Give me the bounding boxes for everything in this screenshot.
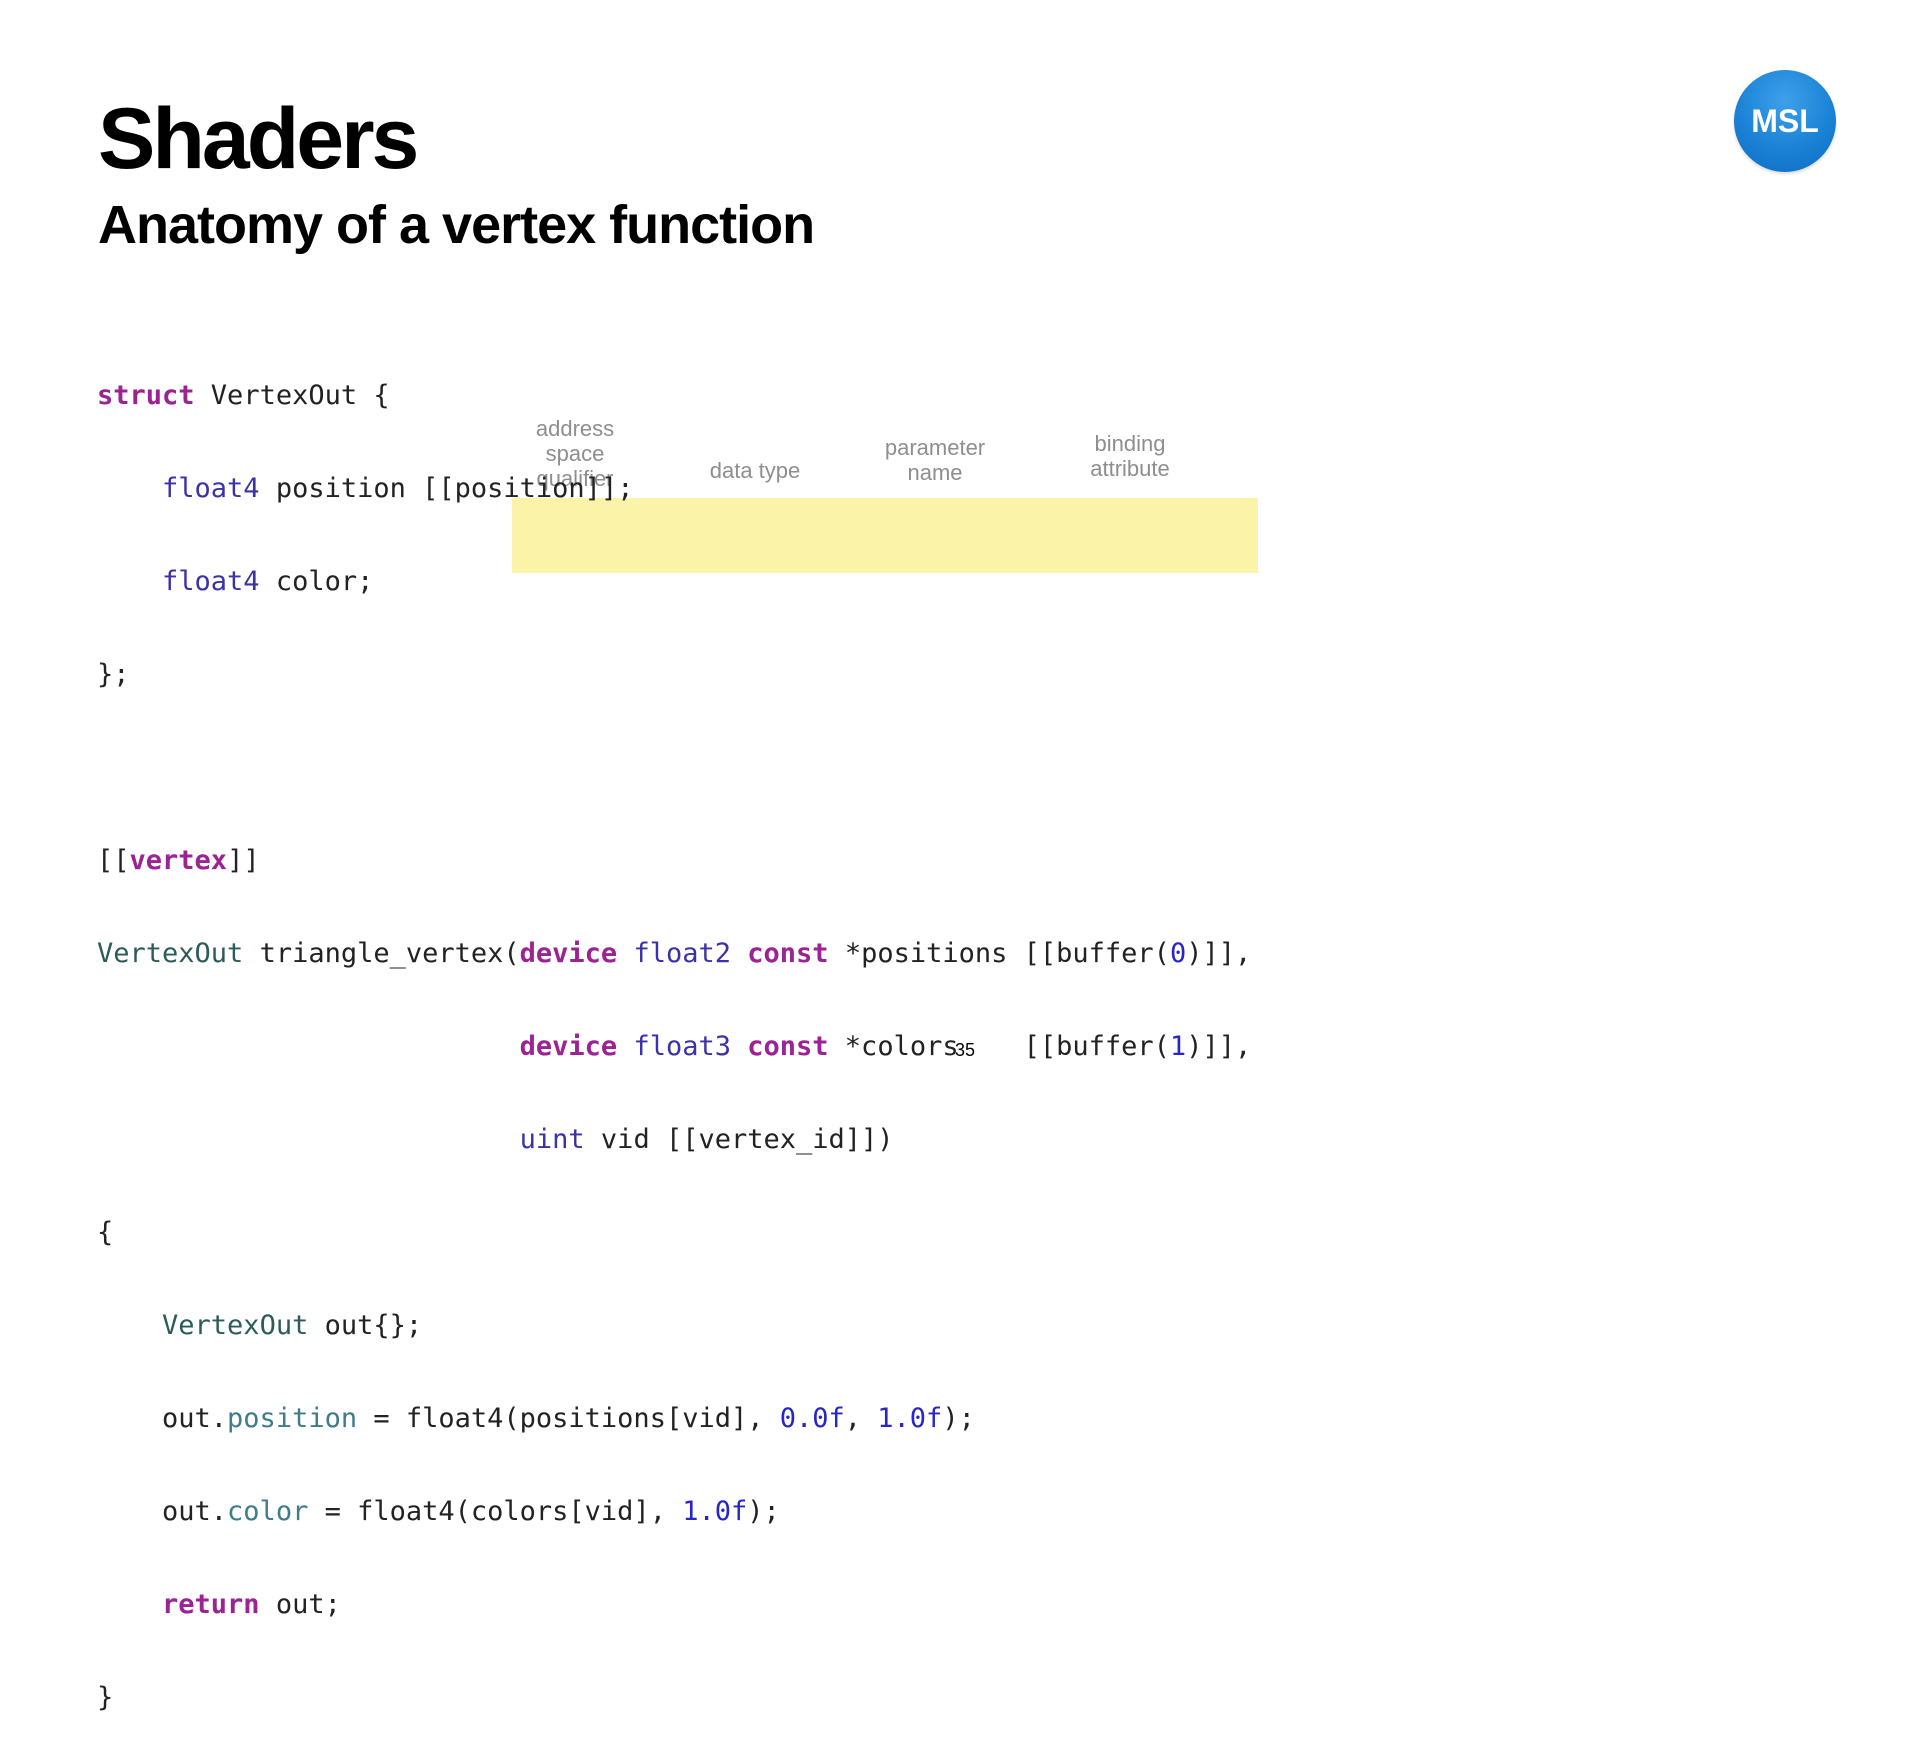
code-property: position bbox=[227, 1403, 358, 1434]
code-line: } bbox=[97, 1682, 1251, 1713]
code-keyword: vertex bbox=[129, 845, 228, 876]
code-indent bbox=[97, 1589, 162, 1620]
code-number: 0 bbox=[1169, 938, 1187, 969]
code-text: out{}; bbox=[308, 1310, 423, 1341]
annotation-address-space-qualifier: address space qualifier bbox=[510, 416, 640, 491]
code-text: out. bbox=[97, 1496, 228, 1527]
code-text: )]], bbox=[1186, 1031, 1252, 1062]
annotation-line: parameter bbox=[884, 435, 986, 460]
annotation-data-type: data type bbox=[680, 458, 830, 483]
code-line: { bbox=[97, 1217, 1251, 1248]
code-class: VertexOut bbox=[97, 938, 244, 969]
code-text: out. bbox=[97, 1403, 228, 1434]
code-property: color bbox=[227, 1496, 309, 1527]
code-line: out.position = float4(positions[vid], 0.… bbox=[97, 1403, 1251, 1434]
code-class: VertexOut bbox=[162, 1310, 309, 1341]
code-line: [[vertex]] bbox=[97, 845, 1251, 876]
code-text: *positions [[buffer( bbox=[828, 938, 1170, 969]
code-line: }; bbox=[97, 659, 1251, 690]
code-text: { bbox=[97, 1217, 114, 1248]
code-line: struct VertexOut { bbox=[97, 380, 1251, 411]
code-number: 0.0f bbox=[779, 1403, 845, 1434]
page-number: 35 bbox=[954, 1040, 976, 1060]
code-text: color; bbox=[259, 566, 374, 597]
code-text bbox=[731, 1031, 747, 1062]
code-indent bbox=[97, 566, 162, 597]
code-indent bbox=[97, 1310, 162, 1341]
annotation-line: address bbox=[535, 416, 615, 441]
code-keyword: struct bbox=[97, 380, 195, 411]
code-text: }; bbox=[97, 659, 130, 690]
code-text: = float4(positions[vid], bbox=[357, 1403, 780, 1434]
slide-subtitle: Anatomy of a vertex function bbox=[98, 195, 815, 255]
slide-title: Shaders bbox=[98, 91, 419, 187]
code-text: } bbox=[97, 1682, 114, 1713]
code-keyword: const bbox=[747, 938, 829, 969]
code-type: uint bbox=[519, 1124, 585, 1155]
code-number: 1.0f bbox=[682, 1496, 748, 1527]
code-number: 1 bbox=[1169, 1031, 1187, 1062]
annotation-line: qualifier bbox=[536, 466, 614, 491]
code-line: VertexOut triangle_vertex(device float2 … bbox=[97, 938, 1251, 969]
code-text bbox=[731, 938, 747, 969]
code-text: triangle_vertex( bbox=[243, 938, 520, 969]
annotation-line: space bbox=[545, 441, 605, 466]
code-line: out.color = float4(colors[vid], 1.0f); bbox=[97, 1496, 1251, 1527]
code-indent bbox=[97, 1124, 520, 1155]
badge-label: MSL bbox=[1751, 102, 1819, 139]
code-keyword: const bbox=[747, 1031, 829, 1062]
code-line: float4 color; bbox=[97, 566, 1251, 597]
code-line bbox=[97, 752, 1251, 783]
code-indent bbox=[97, 473, 162, 504]
code-line: float4 position [[position]]; bbox=[97, 473, 1251, 504]
code-text: = float4(colors[vid], bbox=[308, 1496, 683, 1527]
code-text: [[ bbox=[97, 845, 130, 876]
code-indent bbox=[97, 1031, 520, 1062]
code-type: float4 bbox=[162, 473, 260, 504]
code-text: out; bbox=[259, 1589, 341, 1620]
code-number: 1.0f bbox=[877, 1403, 943, 1434]
annotation-parameter-name: parameter name bbox=[860, 435, 1010, 485]
code-keyword: device bbox=[519, 938, 618, 969]
annotation-line: attribute bbox=[1090, 456, 1170, 481]
code-text: ); bbox=[942, 1403, 975, 1434]
code-line: device float3 const *colors [[buffer(1)]… bbox=[97, 1031, 1252, 1062]
code-text: )]], bbox=[1186, 938, 1252, 969]
code-text: position [[position]]; bbox=[259, 473, 634, 504]
code-line: VertexOut out{}; bbox=[97, 1310, 1251, 1341]
code-type: float3 bbox=[633, 1031, 731, 1062]
annotation-line: binding bbox=[1094, 431, 1166, 456]
code-keyword: return bbox=[162, 1589, 260, 1620]
annotation-line: name bbox=[907, 460, 963, 485]
code-text: ]] bbox=[227, 845, 260, 876]
parameter-highlight bbox=[512, 498, 1258, 573]
code-text: VertexOut { bbox=[194, 380, 390, 411]
code-type: float4 bbox=[162, 566, 260, 597]
code-text: , bbox=[844, 1403, 878, 1434]
code-block: struct VertexOut { float4 position [[pos… bbox=[97, 318, 1251, 1744]
code-text bbox=[617, 1031, 633, 1062]
code-text: vid [[vertex_id]]) bbox=[584, 1124, 894, 1155]
code-keyword: device bbox=[519, 1031, 618, 1062]
code-text bbox=[617, 938, 633, 969]
annotation-line: data type bbox=[709, 458, 801, 483]
code-line: return out; bbox=[97, 1589, 1251, 1620]
annotation-binding-attribute: binding attribute bbox=[1055, 431, 1205, 481]
code-type: float2 bbox=[633, 938, 732, 969]
msl-badge: MSL bbox=[1734, 70, 1836, 172]
code-text: *colors [[buffer( bbox=[828, 1031, 1170, 1062]
code-text: ); bbox=[747, 1496, 780, 1527]
code-line: uint vid [[vertex_id]]) bbox=[97, 1124, 1251, 1155]
